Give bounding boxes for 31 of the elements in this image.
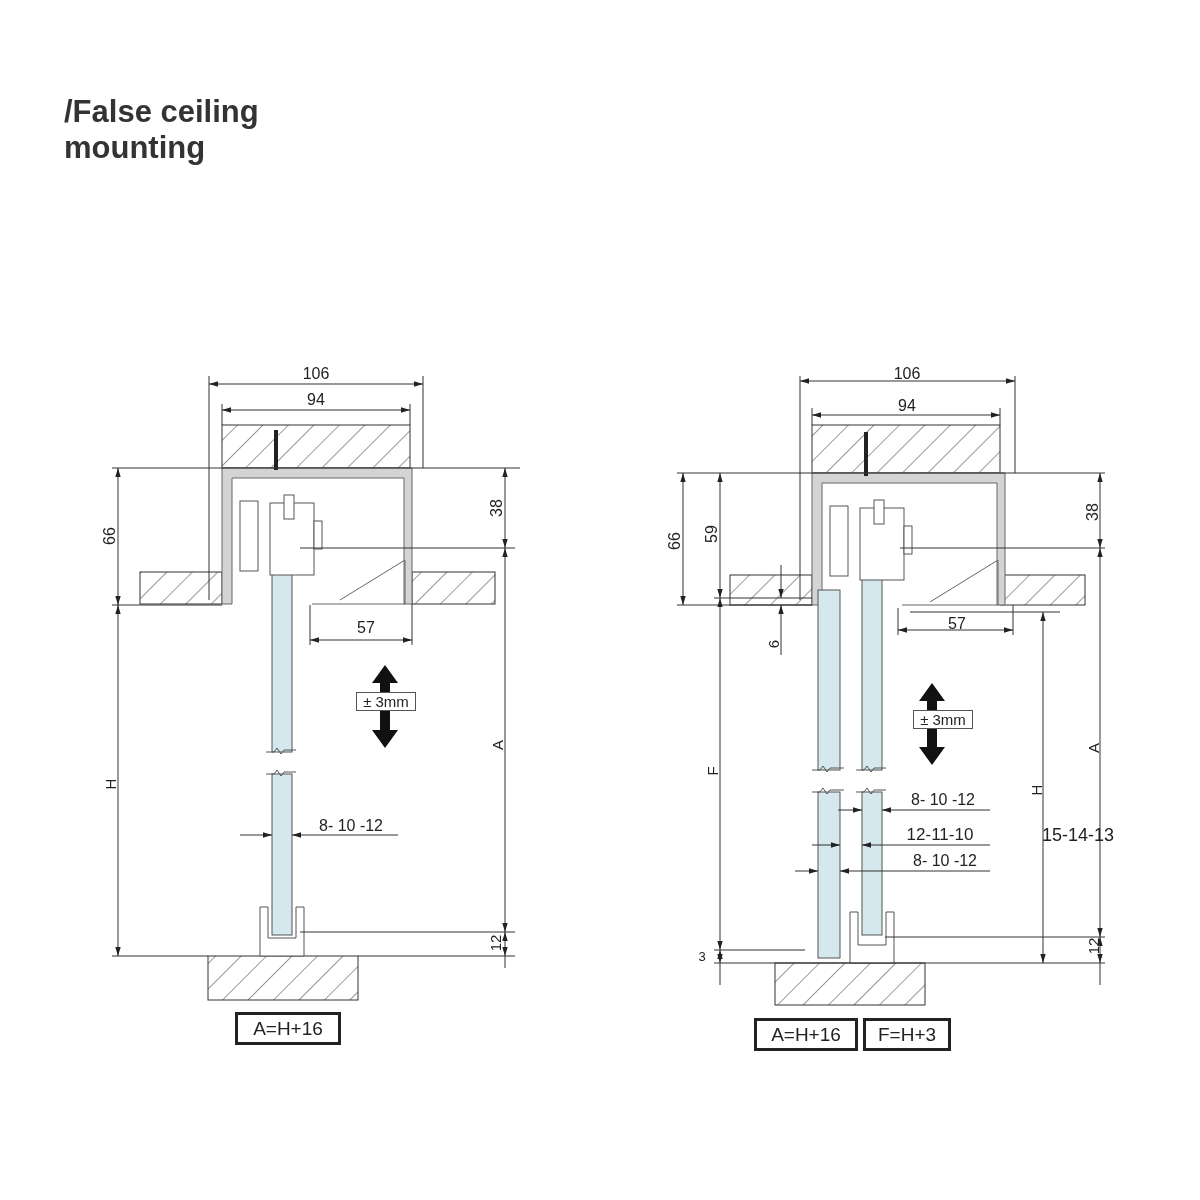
dimension-label: 8- 10 -12 (913, 853, 977, 869)
dimension-label: 12 (487, 934, 503, 952)
dimension-label: 15-14-13 (1041, 826, 1115, 844)
formula-label: A=H+16 (754, 1018, 858, 1051)
page-title: /False ceiling mounting (64, 94, 260, 166)
dimension-label: H (102, 778, 118, 790)
dimension-label: H (1028, 784, 1044, 796)
dimension-label: 8- 10 -12 (911, 792, 975, 808)
tolerance-label: ± 3mm (913, 710, 973, 729)
formula-label: A=H+16 (235, 1012, 341, 1045)
formula-label: F=H+3 (863, 1018, 951, 1051)
dimension-label: 38 (1085, 503, 1101, 521)
dimension-label: 57 (357, 620, 375, 636)
dimension-label: 59 (704, 525, 720, 543)
dimension-label: 3 (698, 949, 706, 963)
dimension-label: 12 (1085, 937, 1101, 955)
dimension-label: 12-11-10 (906, 825, 974, 843)
dimension-label: 106 (302, 366, 330, 382)
dimension-label: 6 (765, 639, 781, 649)
dimension-label: 66 (667, 532, 683, 550)
dimension-label: 94 (307, 392, 325, 408)
dimension-label: A (1085, 743, 1101, 753)
dimension-label: F (704, 766, 720, 776)
dimension-label: A (489, 740, 505, 750)
dimension-label: 106 (893, 366, 921, 382)
dimension-label: 8- 10 -12 (319, 818, 383, 834)
dimension-label: 57 (948, 616, 966, 632)
tolerance-label: ± 3mm (356, 692, 416, 711)
dimension-label: 94 (898, 398, 916, 414)
dimension-label: 66 (102, 527, 118, 545)
dimension-label: 38 (489, 499, 505, 517)
